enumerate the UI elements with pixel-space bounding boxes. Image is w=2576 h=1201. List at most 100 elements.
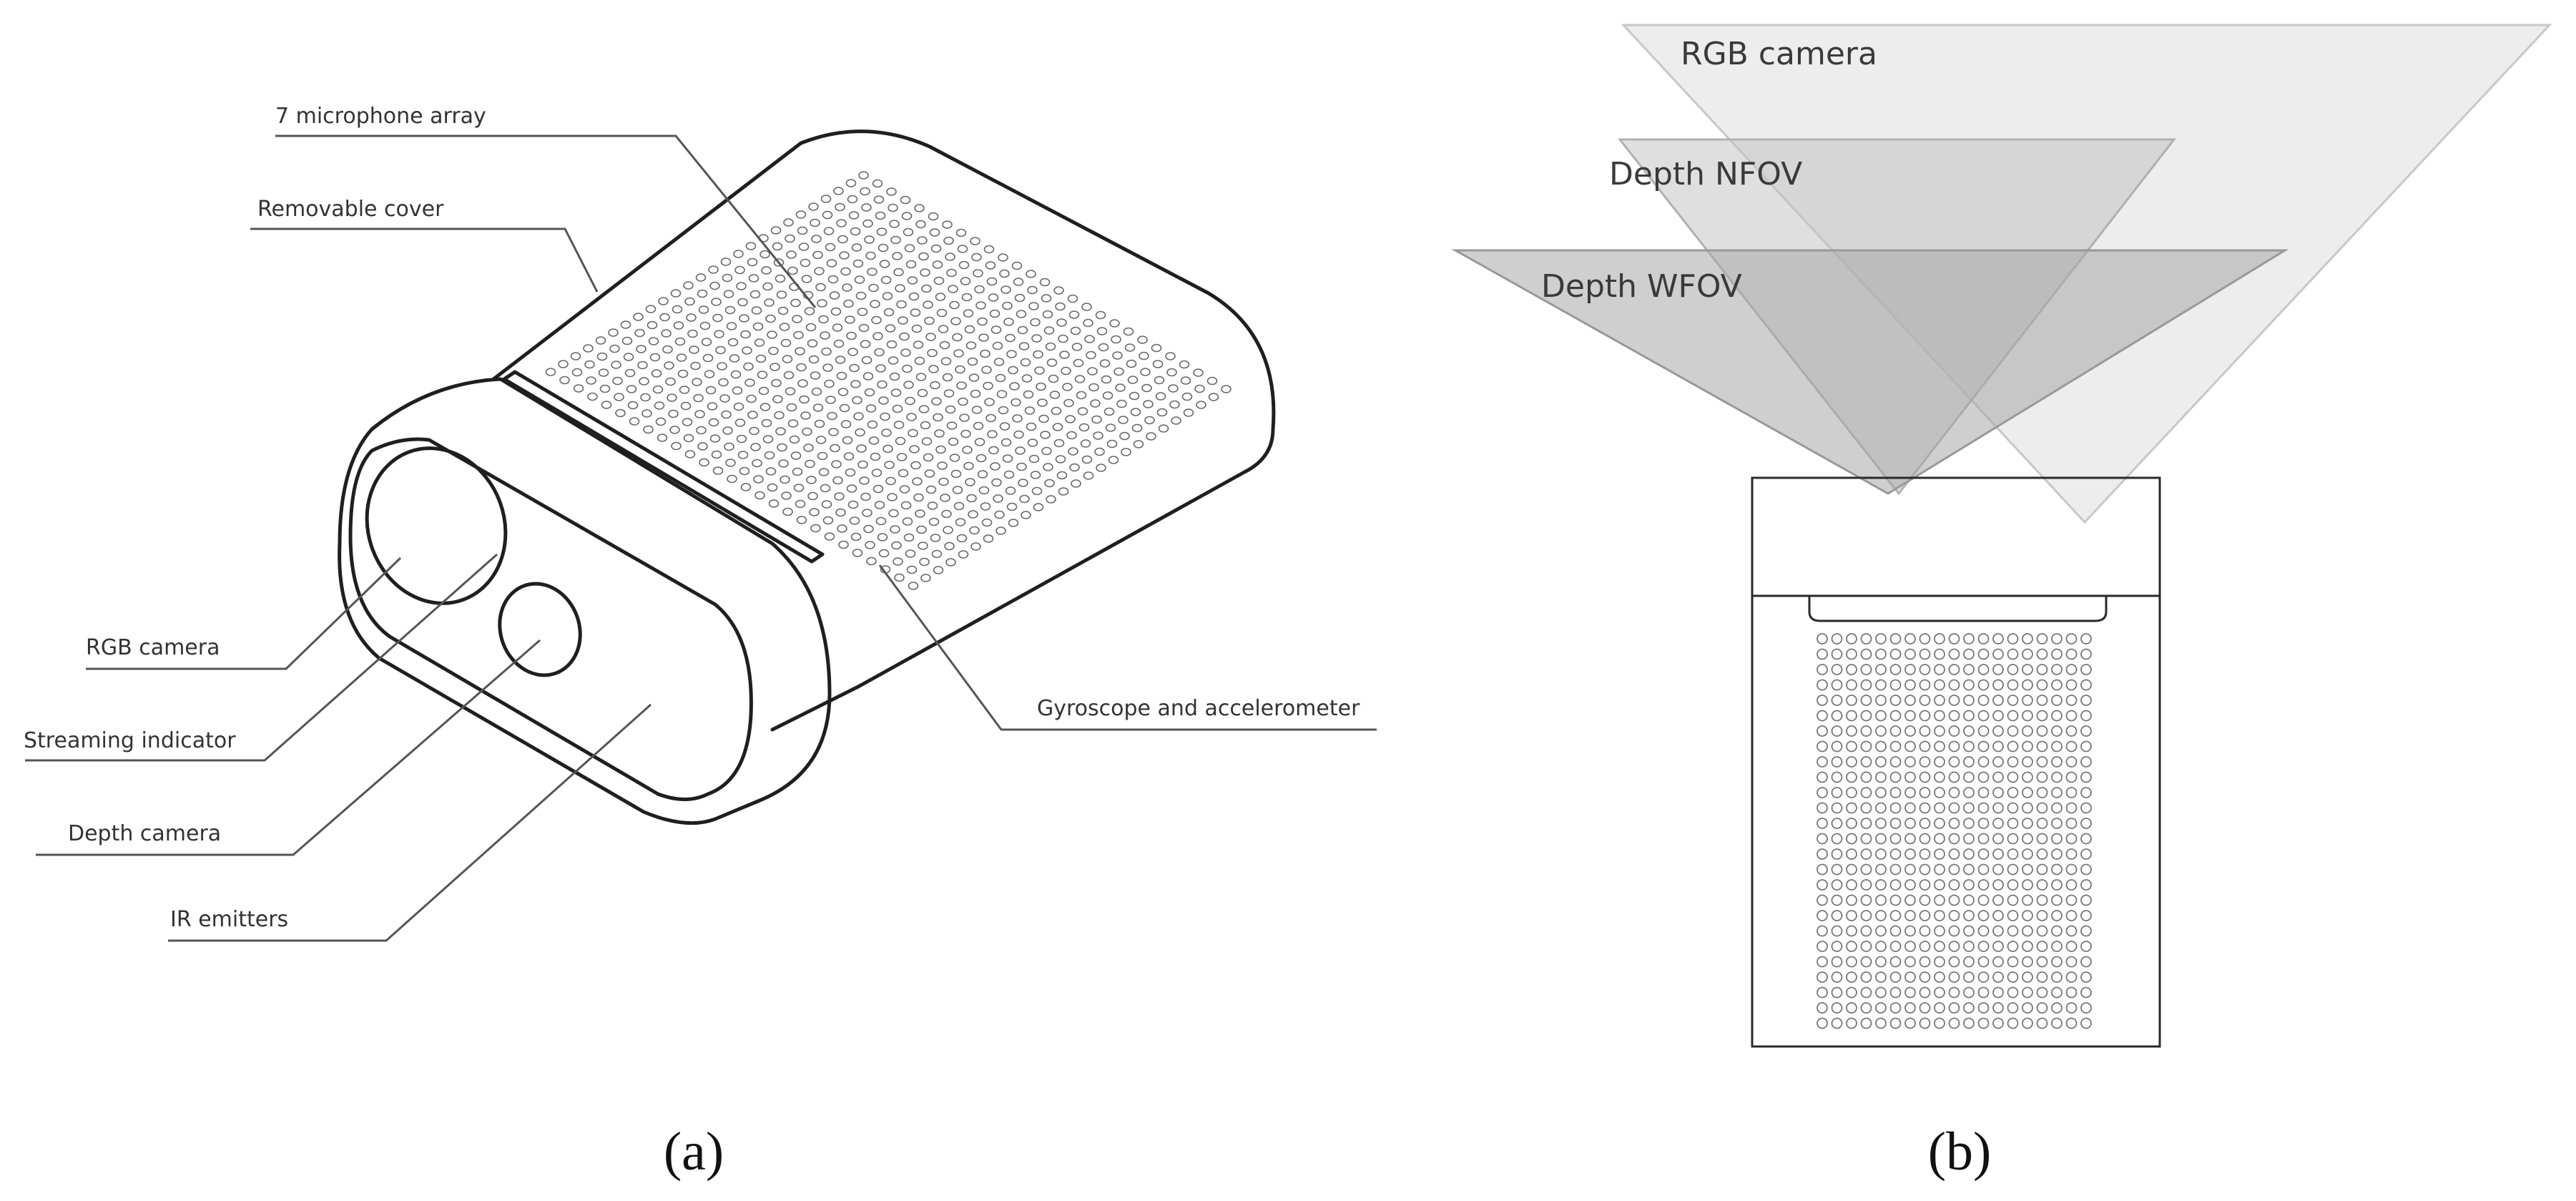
grille-hole <box>1977 894 1990 906</box>
grille-hole <box>2080 695 2092 706</box>
grille-hole <box>988 446 999 455</box>
grille-hole <box>972 558 983 567</box>
grille-hole <box>1846 679 1857 691</box>
grille-hole <box>958 550 969 559</box>
grille-hole <box>697 289 708 298</box>
grille-hole <box>1875 818 1887 829</box>
grille-hole <box>2007 956 2019 968</box>
grille-hole <box>1977 648 1990 660</box>
device-drawing <box>338 129 1276 825</box>
grille-hole <box>2080 833 2092 845</box>
grille-hole <box>1963 787 1975 798</box>
grille-hole <box>2080 802 2092 814</box>
grille-hole <box>2036 756 2048 768</box>
grille-hole <box>1027 285 1038 295</box>
grille-hole <box>1904 910 1916 921</box>
grille-hole <box>1889 648 1902 660</box>
grille-hole <box>910 308 921 317</box>
grille-hole <box>1934 1017 1945 1029</box>
grille-hole <box>1071 343 1083 351</box>
grille-hole <box>963 309 974 318</box>
grille-hole <box>845 315 855 324</box>
grille-hole <box>962 446 973 454</box>
grille-hole <box>1068 447 1078 456</box>
grille-hole <box>793 484 805 492</box>
grille-hole <box>910 461 921 470</box>
grille-hole <box>818 315 829 324</box>
grille-hole <box>1904 695 1916 706</box>
grille-hole <box>1846 648 1857 660</box>
grille-hole <box>1123 327 1134 336</box>
grille-hole <box>657 433 668 442</box>
grille-hole <box>1047 511 1058 520</box>
grille-hole <box>1948 971 1960 983</box>
grille-hole <box>1875 740 1887 753</box>
grille-hole <box>2080 910 2092 921</box>
grille-hole <box>1846 956 1857 968</box>
grille-hole <box>2022 863 2033 876</box>
grille-hole <box>1860 818 1872 829</box>
grille-hole <box>753 475 764 484</box>
grille-hole <box>2007 941 2019 952</box>
grille-hole <box>1011 398 1021 407</box>
grille-hole <box>839 251 850 260</box>
grille-hole <box>930 244 942 253</box>
grille-hole <box>1817 1002 1828 1014</box>
grille-hole <box>850 532 862 541</box>
grille-hole <box>1948 879 1960 891</box>
grille-hole <box>661 329 672 338</box>
grille-hole <box>887 493 898 501</box>
grille-hole <box>2051 802 2063 814</box>
grille-hole <box>1831 818 1843 829</box>
grille-hole <box>1963 802 1975 814</box>
grille-hole <box>1008 366 1018 375</box>
grille-hole <box>890 525 900 534</box>
grille-hole <box>866 557 877 566</box>
grille-hole <box>812 250 823 260</box>
grille-hole <box>1977 879 1990 891</box>
grille-hole <box>795 347 805 356</box>
grille-hole <box>2007 879 2019 891</box>
grille-hole <box>943 526 953 534</box>
grille-hole <box>1919 771 1931 783</box>
grille-hole <box>1831 679 1843 691</box>
grille-hole <box>1934 848 1945 860</box>
grille-hole <box>1016 310 1027 318</box>
grille-hole <box>908 582 919 590</box>
grille-hole <box>1817 740 1828 753</box>
grille-hole <box>2022 818 2033 829</box>
grille-hole <box>1003 318 1014 326</box>
grille-hole <box>888 203 898 212</box>
grille-hole <box>1889 1017 1902 1029</box>
grille-hole <box>1904 725 1916 737</box>
grille-hole <box>809 508 820 516</box>
grille-hole <box>830 307 842 316</box>
grille-hole <box>933 566 944 574</box>
grille-hole <box>708 265 719 274</box>
grille-hole <box>748 274 759 283</box>
grille-hole <box>1992 986 2004 999</box>
grille-hole <box>2080 941 2092 952</box>
grille-hole <box>1889 833 1902 845</box>
grille-hole <box>2051 863 2063 876</box>
grille-hole <box>1058 487 1069 496</box>
grille-hole <box>1831 1017 1843 1029</box>
grille-hole <box>717 362 727 371</box>
grille-hole <box>2051 633 2063 644</box>
grille-hole <box>2051 679 2063 691</box>
label-rgb-fov: RGB camera <box>1681 36 1877 72</box>
grille-hole <box>900 348 911 357</box>
grille-hole <box>1080 439 1091 448</box>
grille-hole <box>2036 771 2048 783</box>
grille-hole <box>1904 740 1916 753</box>
grille-hole <box>805 459 815 469</box>
grille-hole <box>937 461 948 470</box>
grille-hole <box>1846 664 1857 675</box>
grille-hole <box>1146 432 1156 441</box>
grille-hole <box>998 253 1008 262</box>
grille-hole <box>846 331 857 340</box>
grille-hole <box>1024 406 1036 415</box>
grille-hole <box>1096 327 1108 335</box>
grille-hole <box>1012 414 1023 423</box>
grille-hole <box>1860 648 1872 660</box>
